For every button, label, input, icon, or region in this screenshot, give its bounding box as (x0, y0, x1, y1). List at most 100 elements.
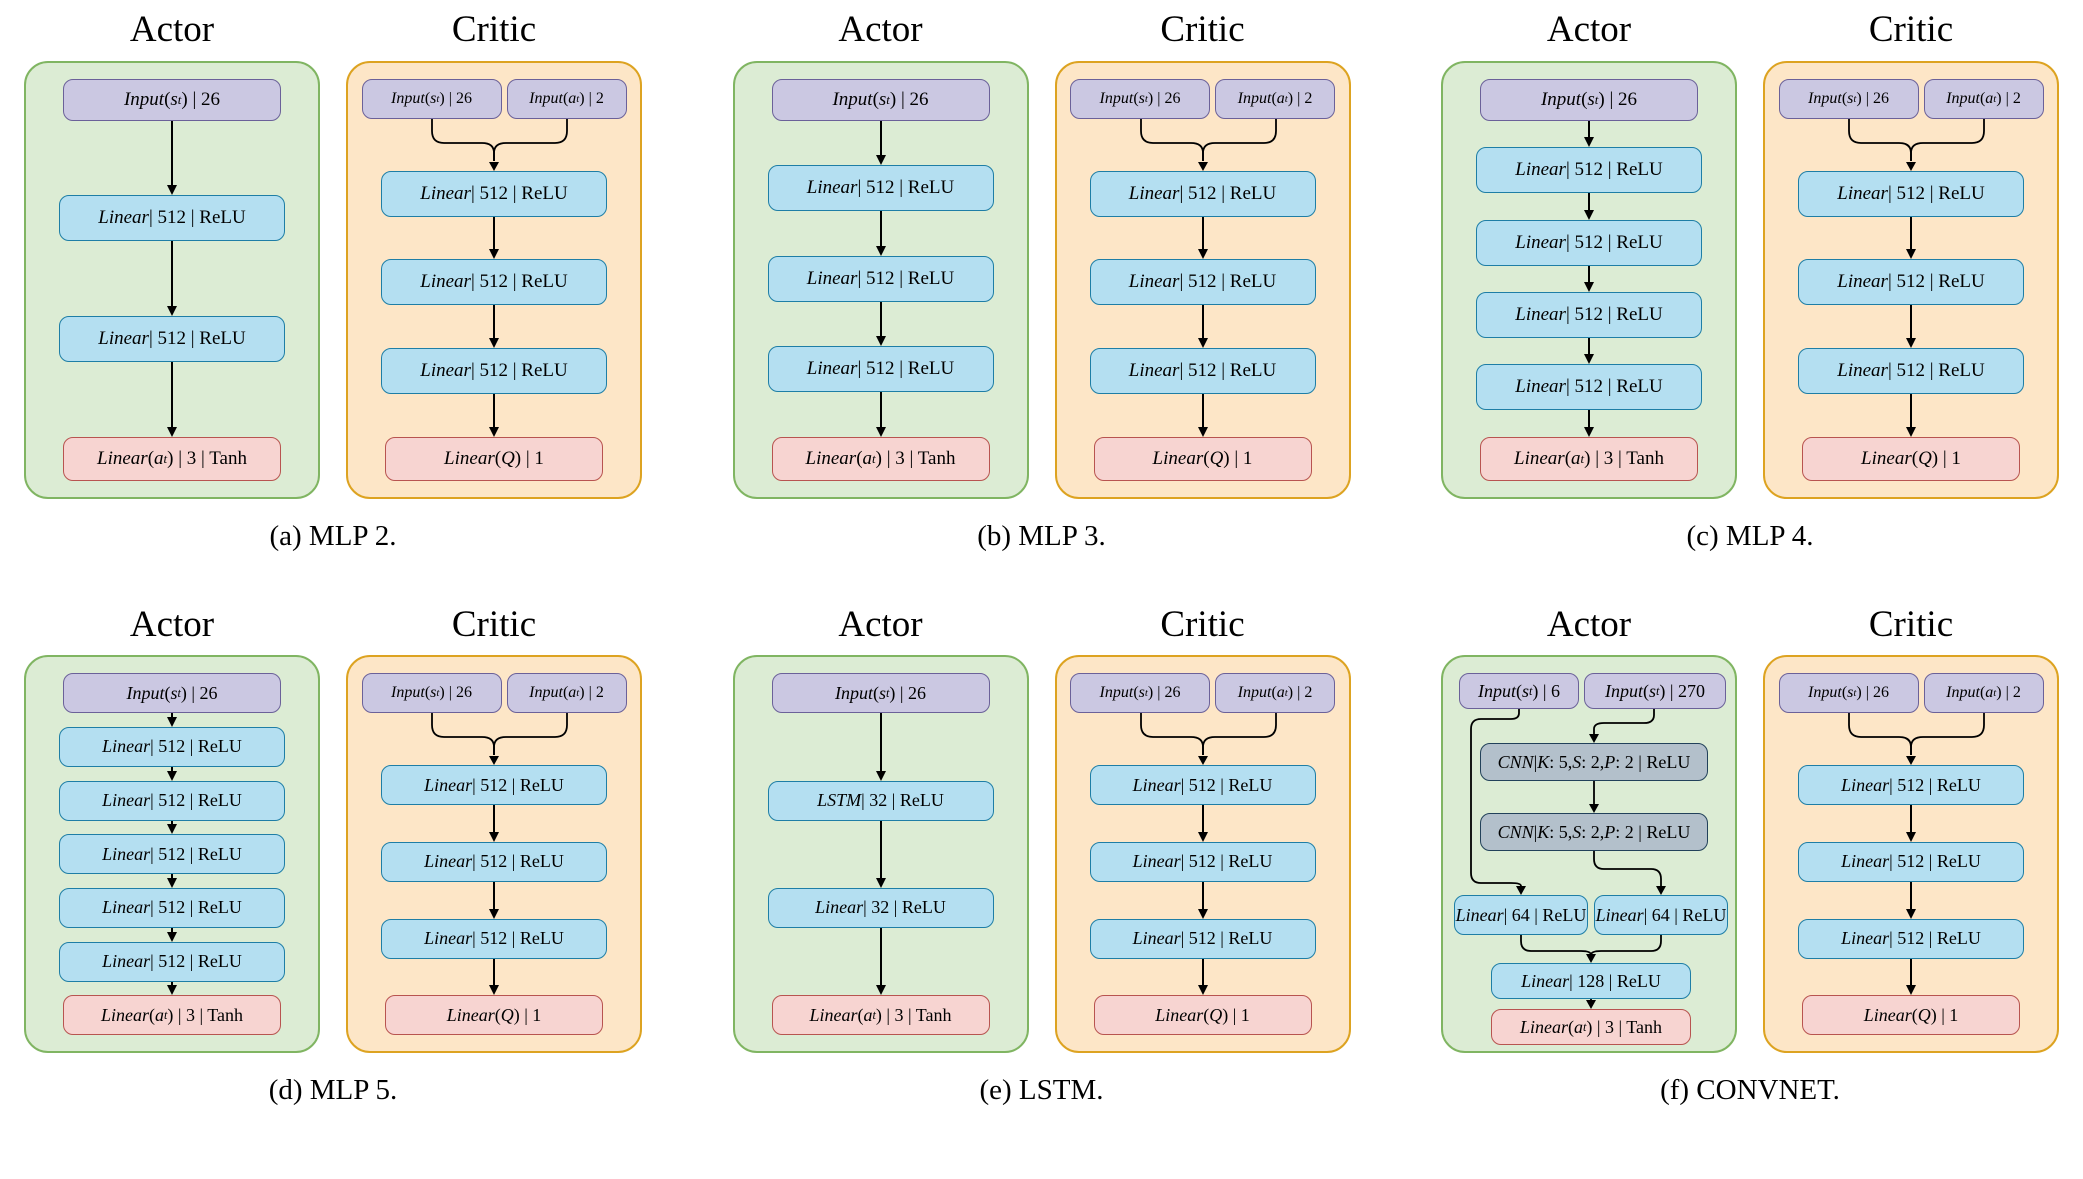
linear-layer-box: Linear | 512 | ReLU (381, 918, 607, 959)
arrow-connector (1906, 305, 1916, 349)
arrow-connector (489, 881, 499, 919)
linear-layer-box: Linear | 512 | ReLU (381, 765, 607, 806)
arrow-line (879, 820, 882, 878)
arrow-line (171, 120, 173, 186)
arrow-connector (1906, 216, 1916, 260)
arrow-line (171, 241, 173, 307)
arrow-connector (875, 301, 886, 347)
arrow-connector (875, 713, 886, 781)
arrow-head (167, 824, 177, 835)
arrow-line (171, 713, 173, 717)
arrow-head (1906, 426, 1916, 437)
critic-panel-title: Critic (1868, 603, 1954, 645)
figure-caption: (f) CONVNET. (1660, 1074, 1840, 1107)
arrow-line (171, 981, 173, 986)
arrow-head (167, 306, 177, 317)
linear-layer-box: Linear | 512 | ReLU (381, 170, 607, 217)
actor-panel-title: Actor (1546, 9, 1632, 50)
arrow-head (1906, 338, 1916, 349)
linear-layer-box: Linear | 512 | ReLU (59, 941, 285, 982)
arrow-line (879, 211, 882, 246)
arrow-head (489, 985, 499, 996)
arrow-connector (489, 305, 499, 349)
arrow-line (493, 305, 495, 339)
linear-layer-box: Linear | 512 | ReLU (767, 255, 994, 302)
linear-layer-box: Linear | 512 | ReLU (767, 346, 994, 393)
linear-layer-box: Linear | 512 | ReLU (1798, 259, 2024, 306)
arrow-connector (1584, 120, 1594, 148)
arrow-line (493, 216, 495, 250)
arrow-line (1588, 410, 1590, 427)
arrow-connector (875, 392, 886, 437)
arrow-head (167, 985, 177, 996)
arrow-head (489, 338, 499, 349)
arrow-line (1201, 394, 1204, 427)
arrow-head (875, 985, 886, 996)
arrow-line (493, 805, 495, 832)
arrow-head (167, 185, 177, 196)
critic-panel-title: Critic (1868, 9, 1954, 50)
arrow-connector (1197, 305, 1208, 349)
arrow-head (1584, 209, 1594, 220)
critic-panel-title: Critic (451, 603, 537, 645)
actor-panel-title: Actor (1546, 603, 1632, 645)
arrow-line (879, 392, 882, 427)
linear-layer-box: Linear | 512 | ReLU (59, 887, 285, 928)
linear-layer-box: Linear | 512 | ReLU (1798, 348, 2024, 395)
arrow-head (167, 931, 177, 942)
arrow-connector (167, 981, 177, 996)
arrow-line (1910, 394, 1912, 427)
convnet-arrows (1470, 709, 1666, 1010)
linear-layer-box: Linear | 512 | ReLU (767, 165, 994, 212)
arrow-connector (167, 820, 177, 835)
cnn-layer-box: CNN | K : 5, S : 2, P : 2 | ReLU (1480, 743, 1708, 782)
actor-panel-title: Actor (129, 9, 215, 50)
arrow-line (1588, 193, 1590, 210)
output-layer-box: Linear(Q) | 1 (1093, 436, 1312, 481)
arrow-line (1588, 120, 1590, 138)
linear-layer-box: LSTM | 32 | ReLU (767, 780, 994, 821)
merge-arrows (1139, 713, 1277, 766)
arrow-head (875, 770, 886, 781)
arrow-connector (167, 713, 177, 727)
linear-layer-box: Linear | 512 | ReLU (1798, 765, 2024, 806)
critic-panel-title: Critic (451, 9, 537, 50)
arrow-head (1197, 908, 1208, 919)
arrow-line (879, 713, 882, 771)
arrow-connector (875, 927, 886, 996)
linear-layer-box: Linear | 512 | ReLU (381, 348, 607, 395)
merge-arrows (1848, 713, 1985, 766)
arrow-line (879, 301, 882, 337)
output-layer-box: Linear(Q) | 1 (1802, 995, 2020, 1036)
merge-arrows (1139, 118, 1277, 171)
arrow-connector (1906, 881, 1916, 919)
arrow-connector (1197, 881, 1208, 919)
